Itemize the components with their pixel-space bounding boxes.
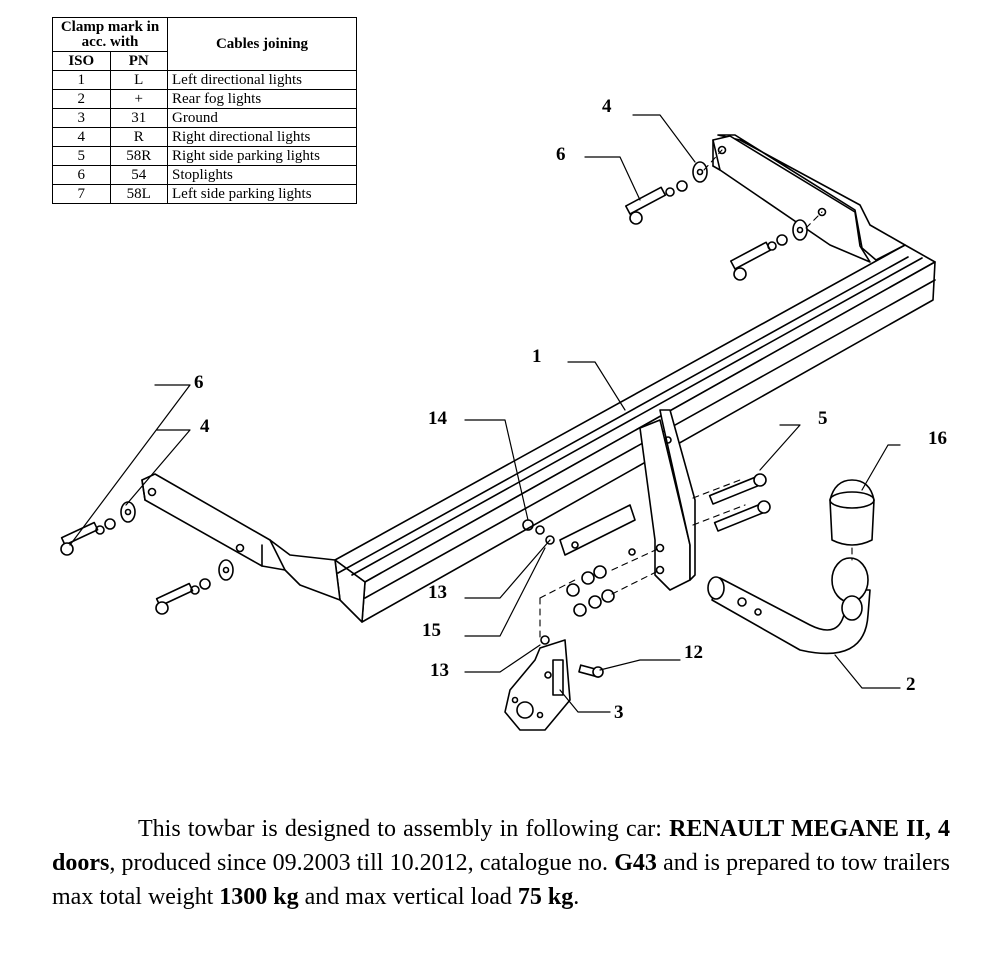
header-cables-joining: Cables joining: [167, 17, 357, 71]
nuts-and-washers-center: [522, 519, 615, 617]
max-vertical-load: 75 kg: [517, 884, 574, 910]
callout-2: 2: [906, 674, 916, 695]
table-row: 5 58R Right side parking lights: [52, 146, 357, 166]
bolts-right-lower: [729, 219, 808, 281]
table-row: 7 58L Left side parking lights: [52, 184, 357, 204]
callout-4-left: 4: [200, 416, 210, 437]
catalogue-number: G43: [614, 850, 657, 876]
left-side-bracket: [141, 473, 341, 601]
ball-mount-arm: [707, 557, 871, 655]
ball-mount-plate: [639, 409, 696, 591]
callout-1: 1: [532, 346, 542, 367]
bolts-right-upper: [624, 161, 708, 225]
towbar-description: This towbar is designed to assembly in f…: [52, 816, 950, 910]
car-model: RENAULT MEGANE II, 4 doors: [52, 816, 950, 876]
callout-13-upper: 13: [428, 582, 447, 603]
right-side-bracket: [712, 134, 906, 263]
bolts-left-upper: [60, 501, 136, 556]
table-row: 1 L Left directional lights: [52, 70, 357, 90]
max-trailer-weight: 1300 kg: [219, 884, 299, 910]
towbar-exploded-diagram: 1 4 6 6 4 14 5 16 13 15 13 12 3 2: [60, 96, 947, 731]
callout-4-right: 4: [602, 96, 612, 117]
assembly-lines: [539, 149, 853, 641]
bolts-left-lower: [155, 559, 234, 615]
callout-3: 3: [614, 702, 624, 723]
table-row: 2 + Rear fog lights: [52, 89, 357, 109]
socket-plate: [504, 635, 604, 731]
table-row: 3 31 Ground: [52, 108, 357, 128]
header-clamp-mark: Clamp mark in acc. with: [52, 17, 168, 52]
callout-6-right: 6: [556, 144, 566, 165]
ball-mount-bolts: [708, 473, 771, 532]
callout-5: 5: [818, 408, 828, 429]
tow-ball-cap: [829, 479, 875, 546]
callout-12: 12: [684, 642, 703, 663]
inner-plate: [559, 504, 636, 556]
leader-lines: [69, 114, 901, 713]
table-row: 4 R Right directional lights: [52, 127, 357, 147]
callout-14: 14: [428, 408, 448, 429]
table-row: 6 54 Stoplights: [52, 165, 357, 185]
callout-15: 15: [422, 620, 441, 641]
callout-13-lower: 13: [430, 660, 449, 681]
header-iso: ISO: [52, 51, 111, 71]
header-pn: PN: [109, 51, 168, 71]
clamp-mark-table: Clamp mark in acc. with Cables joining I…: [52, 17, 357, 204]
callout-6-left: 6: [194, 372, 204, 393]
callout-16: 16: [928, 428, 947, 449]
